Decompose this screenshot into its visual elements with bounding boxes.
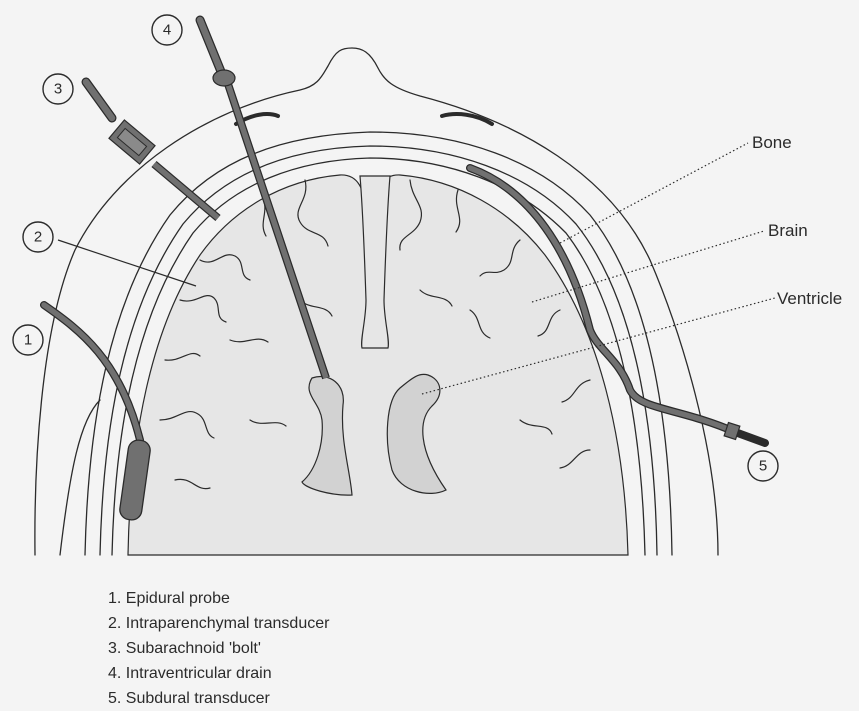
intraventricular-drain-collar [213, 70, 235, 86]
svg-text:4: 4 [163, 22, 171, 39]
label-ventricle: Ventricle [777, 289, 842, 308]
falx [360, 176, 390, 348]
intraventricular-drain-tube-fill [200, 20, 222, 74]
label-brain: Brain [768, 221, 808, 240]
leader-line-2 [58, 240, 196, 286]
marker-1: 1 [13, 325, 43, 355]
epidural-probe-cable [44, 305, 140, 440]
face-left-curve [60, 400, 100, 555]
marker-2: 2 [23, 222, 53, 252]
svg-text:3: 3 [54, 81, 62, 98]
eyebrow-right [442, 114, 492, 124]
subarachnoid-bolt-cable-fill [86, 82, 112, 118]
svg-text:2: 2 [34, 229, 42, 246]
marker-3: 3 [43, 74, 73, 104]
leader-bone [560, 143, 748, 243]
label-bone: Bone [752, 133, 792, 152]
legend-key: 1. Epidural probe 2. Intraparenchymal tr… [108, 590, 330, 707]
subarachnoid-bolt-shaft-fill [154, 164, 218, 218]
key-item-2: 2. Intraparenchymal transducer [108, 615, 330, 632]
subarachnoid-bolt-body [109, 120, 155, 164]
svg-text:1: 1 [24, 332, 32, 349]
key-item-4: 4. Intraventricular drain [108, 665, 272, 682]
marker-4: 4 [152, 15, 182, 45]
key-item-5: 5. Subdural transducer [108, 690, 271, 707]
key-item-1: 1. Epidural probe [108, 590, 230, 607]
key-item-3: 3. Subarachnoid 'bolt' [108, 640, 261, 657]
marker-5: 5 [748, 451, 778, 481]
epidural-probe-cable-fill [44, 305, 140, 440]
svg-text:5: 5 [759, 458, 767, 475]
